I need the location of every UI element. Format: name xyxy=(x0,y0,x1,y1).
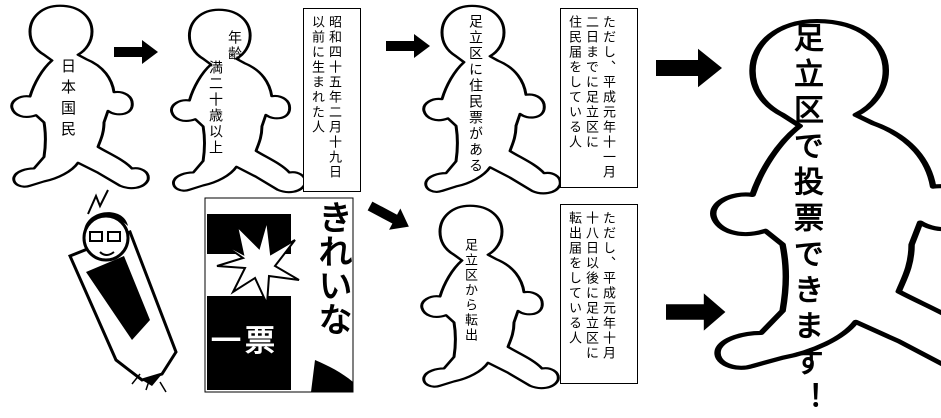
note-birth-line2: 以前に生まれた人 xyxy=(309,15,324,135)
note-birth-line1: 昭和四十五年二月十九日 xyxy=(326,15,341,180)
note-resident-line3: 住民届をしている人 xyxy=(566,15,581,150)
arrow-icon xyxy=(656,48,722,88)
note-moved-line2: 十八日以後に足立区に xyxy=(583,211,598,361)
figure-moved-out xyxy=(420,204,560,390)
note-resident-line1: ただし、平成元年十一月 xyxy=(600,15,615,180)
note-moved-line1: ただし、平成元年十月 xyxy=(600,211,615,361)
note-birth-date: 昭和四十五年二月十九日以前に生まれた人 xyxy=(303,8,361,192)
note-moved-line3: 転出届をしている人 xyxy=(566,211,581,346)
note-resident-line2: 二日までに足立区に xyxy=(583,15,598,150)
figure-label-moved: 足立区から転出 xyxy=(462,238,477,343)
result-label: 足立区で投票できます！ xyxy=(788,22,823,418)
poster-big-glyph: 一票 xyxy=(211,324,279,359)
clean-vote-poster: きれいな 一票 xyxy=(203,196,355,394)
figure-label-age: 年齢 xyxy=(226,30,242,62)
figure-label-citizen: 日本国民 xyxy=(59,58,77,142)
poster-line1: きれいな xyxy=(312,200,352,336)
diagram-canvas xyxy=(10,4,941,393)
poster-art xyxy=(204,197,354,393)
figure-registered-adachi xyxy=(422,4,562,195)
arrow-icon xyxy=(114,40,158,64)
figure-label-registered: 足立区に住民票がある xyxy=(467,14,483,174)
note-resident-deadline: ただし、平成元年十一月二日までに足立区に住民届をしている人 xyxy=(560,8,638,188)
figure-can-vote xyxy=(713,21,941,371)
note-moved-date: ただし、平成元年十月十八日以後に足立区に転出届をしている人 xyxy=(560,204,638,384)
figure-label-age-detail: 満二十歳以上 xyxy=(207,60,223,156)
pencil-mascot-icon xyxy=(67,189,178,393)
arrow-icon xyxy=(364,195,415,238)
arrow-icon xyxy=(666,293,726,331)
arrow-icon xyxy=(386,34,430,58)
figure-japanese-citizen xyxy=(10,4,150,190)
